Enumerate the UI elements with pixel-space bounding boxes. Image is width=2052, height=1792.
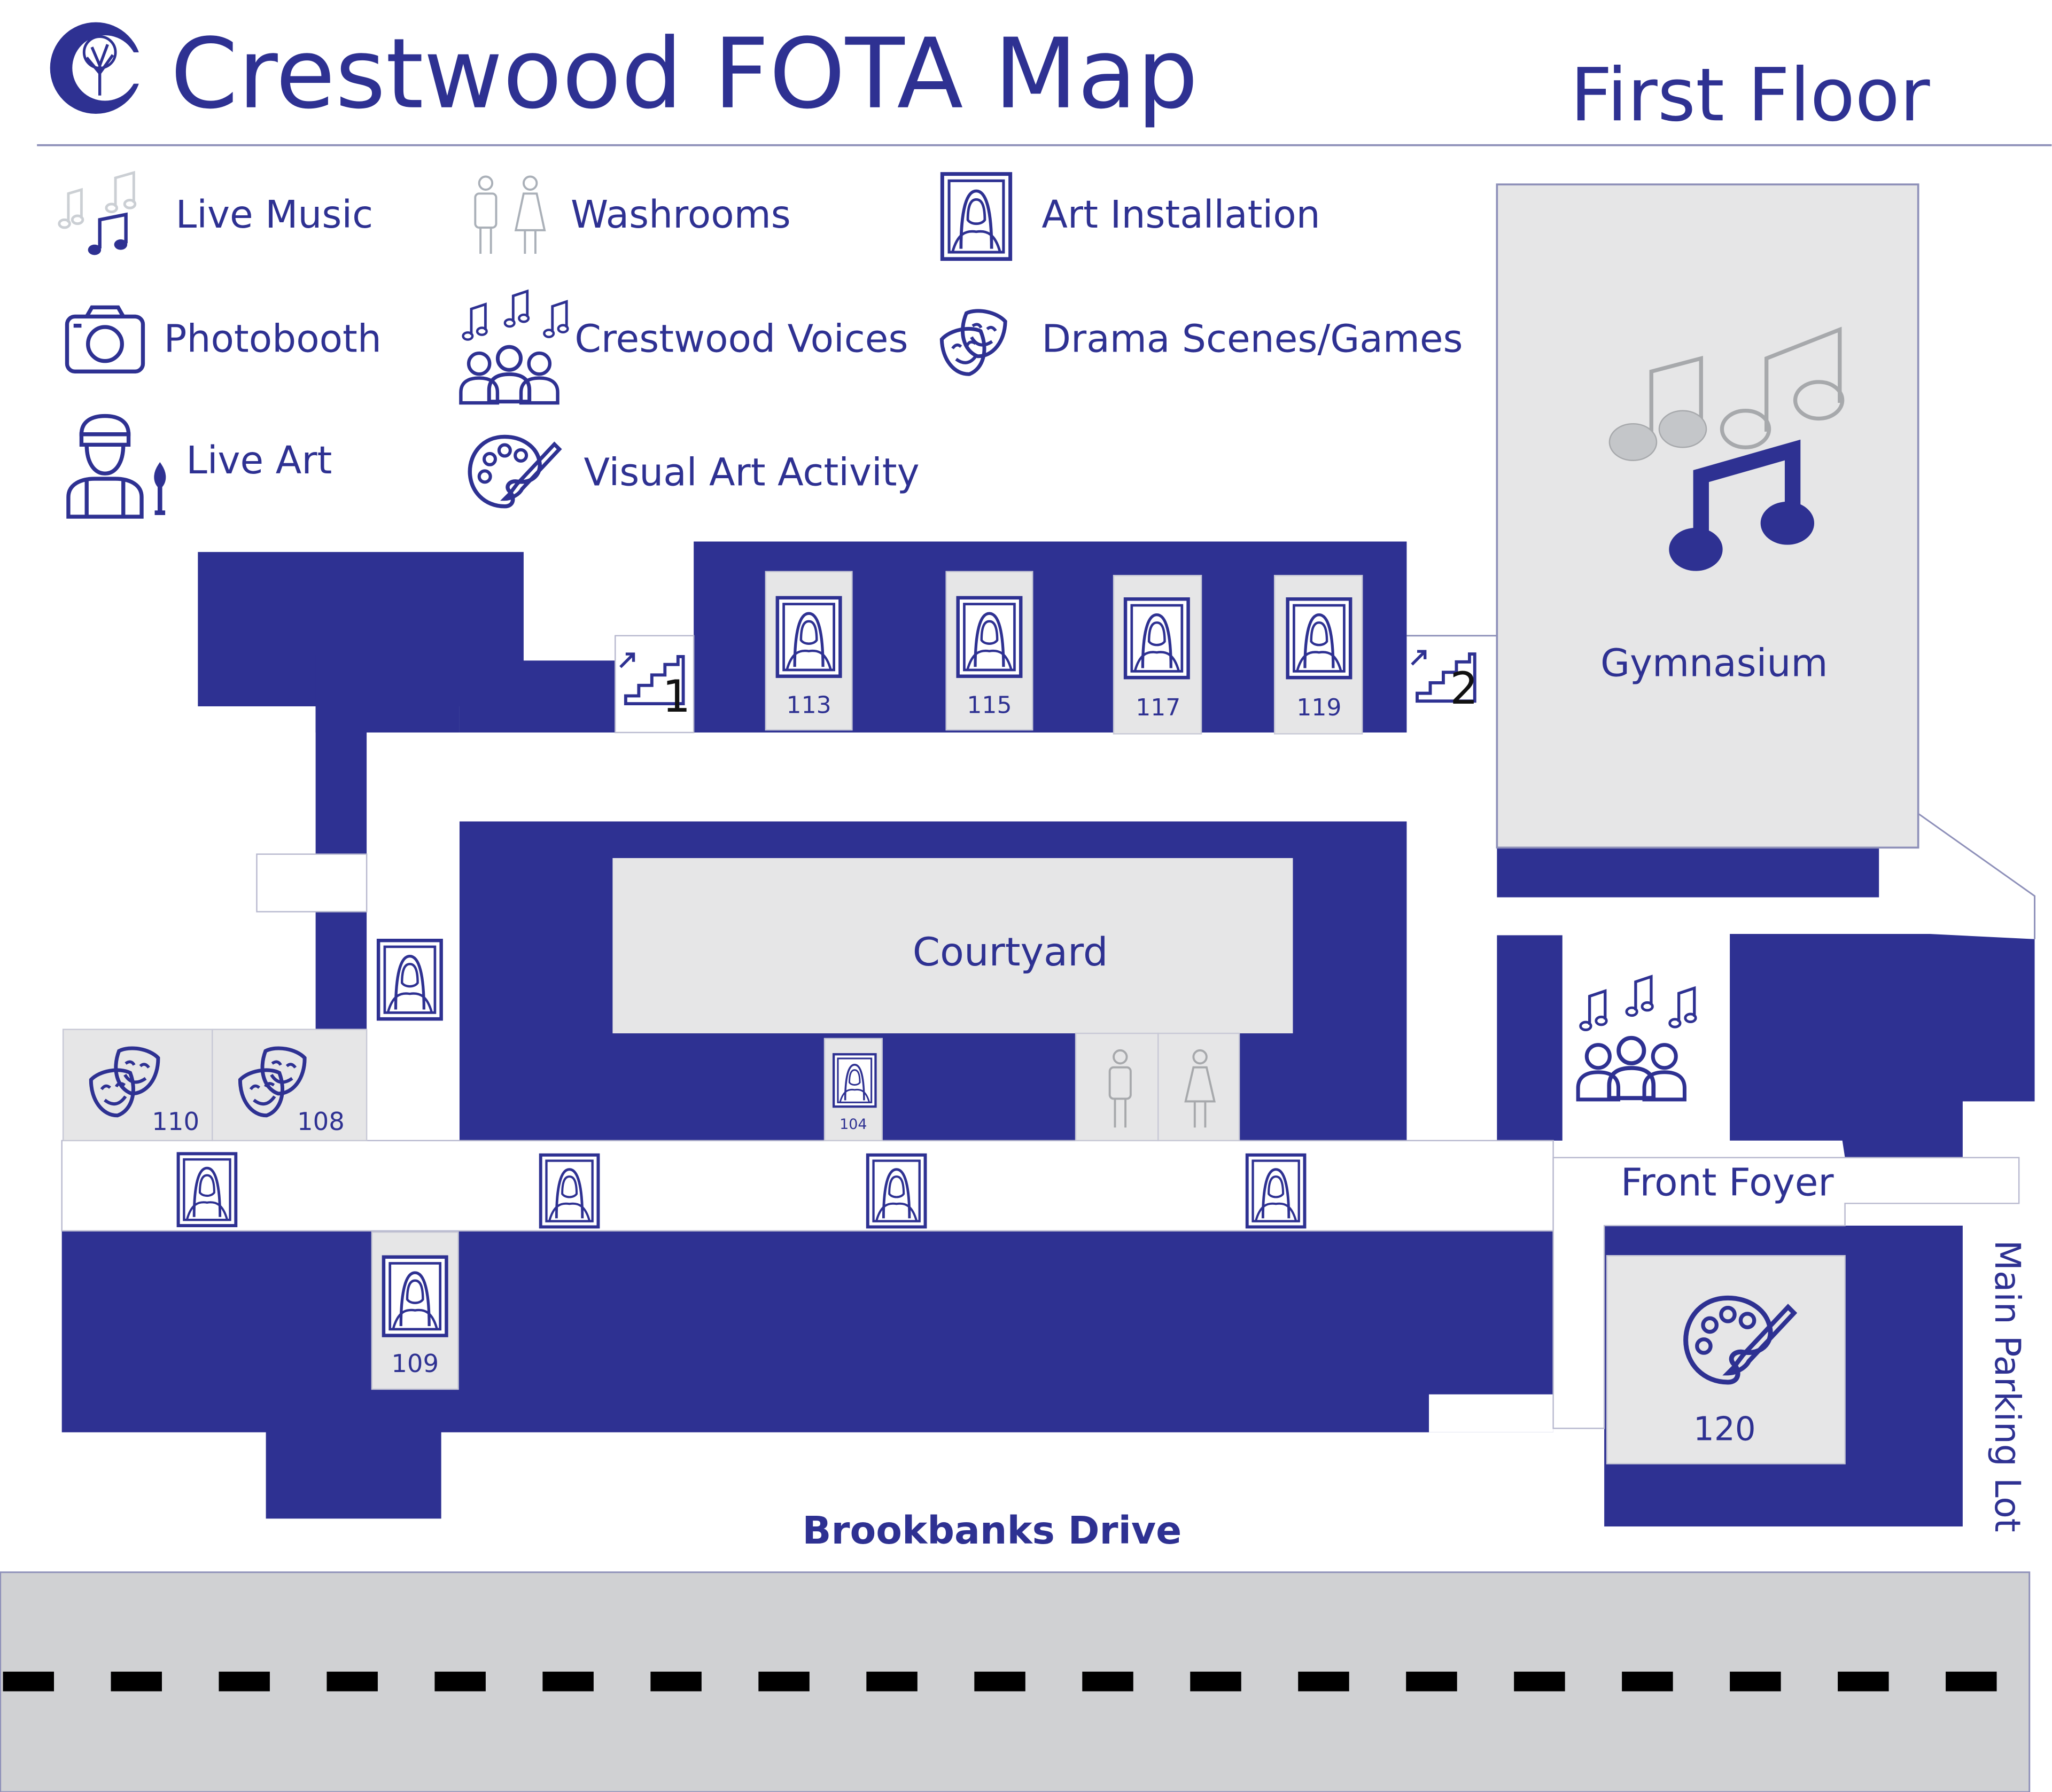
logo: [50, 22, 155, 114]
legend-live-art: Live Art: [186, 438, 332, 482]
lane-dash: [327, 1671, 378, 1692]
legend-crestwood-voices: Crestwood Voices: [574, 317, 908, 361]
legend: Live Music Washrooms Art Installation Ph…: [58, 170, 1463, 519]
room-109[interactable]: 109: [371, 1231, 459, 1390]
room-number: 119: [1296, 694, 1341, 721]
washroom-icon: [474, 175, 546, 254]
parking-label: Main Parking Lot: [1987, 1240, 2028, 1532]
art-installation-icon: [378, 940, 441, 1019]
room-108[interactable]: 108: [212, 1029, 368, 1142]
lane-dash: [1406, 1671, 1457, 1692]
room-number: 115: [967, 691, 1012, 719]
art-installation-icon: [1247, 1155, 1305, 1227]
women-washroom-icon: [1184, 1049, 1216, 1128]
legend-live-music: Live Music: [176, 192, 373, 237]
room-104[interactable]: 104: [823, 1038, 883, 1142]
street-label: Brookbanks Drive: [802, 1508, 1182, 1553]
legend-art-installation: Art Installation: [1041, 192, 1320, 237]
camera-icon: [65, 305, 145, 373]
lane-markings: [3, 1671, 1997, 1692]
drama-masks-icon: [940, 308, 1007, 379]
art-installation-icon: [868, 1155, 926, 1227]
lane-dash: [542, 1671, 594, 1692]
front-foyer-label: Front Foyer: [1621, 1160, 1835, 1205]
lane-dash: [3, 1671, 55, 1692]
art-installation-icon: [384, 1257, 447, 1336]
lane-dash: [1730, 1671, 1781, 1692]
courtyard: [612, 858, 1293, 1034]
lane-dash: [219, 1671, 270, 1692]
choir-icon: [1578, 977, 1696, 1100]
stairs-1-area: [615, 635, 695, 734]
music-notes-icon: [58, 170, 137, 255]
choir-icon: [461, 291, 568, 403]
gymnasium-label: Gymnasium: [1600, 641, 1828, 685]
lane-dash: [1514, 1671, 1565, 1692]
art-installation-icon: [178, 1154, 236, 1226]
men-washroom-icon: [1108, 1049, 1132, 1128]
courtyard-label: Courtyard: [913, 930, 1108, 975]
palette-icon: [470, 437, 559, 506]
room-number: 104: [840, 1116, 867, 1133]
art-installation-icon: [834, 1054, 875, 1107]
painter-icon: [66, 414, 166, 519]
room-number: 109: [391, 1349, 439, 1378]
room-119[interactable]: 119: [1273, 574, 1363, 735]
room-120[interactable]: 120: [1606, 1255, 1846, 1464]
stairs-2-label: 2: [1450, 663, 1478, 714]
room-115[interactable]: 115: [945, 571, 1033, 731]
foyer-left-block: [1497, 935, 1563, 1141]
foyer-right-block: [1730, 933, 2035, 1158]
lane-dash: [866, 1671, 918, 1692]
stairs-1-label: 1: [662, 671, 690, 722]
art-installation-icon: [1125, 599, 1188, 677]
lane-dash: [434, 1671, 486, 1692]
lane-dash: [650, 1671, 702, 1692]
lane-dash: [1082, 1671, 1133, 1692]
art-installation-icon: [942, 174, 1010, 259]
washrooms[interactable]: [1075, 1032, 1240, 1142]
room-number: 120: [1693, 1410, 1756, 1448]
art-installation-icon: [541, 1155, 598, 1227]
floor-label: First Floor: [1570, 53, 1930, 138]
room-number: 110: [152, 1107, 199, 1136]
art-installation-icon: [778, 598, 841, 676]
wing-south: [61, 1230, 1553, 1432]
lane-dash: [758, 1671, 810, 1692]
lane-dash: [974, 1671, 1025, 1692]
gym-base: [1497, 847, 1879, 898]
lane-dash: [1622, 1671, 1673, 1692]
lane-dash: [1838, 1671, 1889, 1692]
gym-music-icon: [1608, 326, 1845, 571]
room-117[interactable]: 117: [1113, 574, 1202, 735]
room-number: 108: [297, 1107, 345, 1136]
art-installation-icon: [1288, 599, 1351, 677]
page-title: Crestwood FOTA Map: [170, 18, 1198, 130]
lane-dash: [1298, 1671, 1349, 1692]
room-number: 113: [787, 691, 831, 719]
lane-dash: [111, 1671, 162, 1692]
room-110[interactable]: 110: [62, 1029, 213, 1142]
wing-southwest: [266, 1425, 441, 1519]
lane-dash: [1190, 1671, 1241, 1692]
art-installation-icon: [958, 598, 1021, 676]
legend-washrooms: Washrooms: [571, 192, 791, 237]
room-number: 117: [1136, 694, 1180, 721]
legend-photobooth: Photobooth: [164, 317, 382, 361]
legend-visual-art: Visual Art Activity: [584, 450, 920, 494]
lane-dash: [1946, 1671, 1997, 1692]
legend-drama: Drama Scenes/Games: [1041, 317, 1463, 361]
room-113[interactable]: 113: [765, 571, 853, 731]
